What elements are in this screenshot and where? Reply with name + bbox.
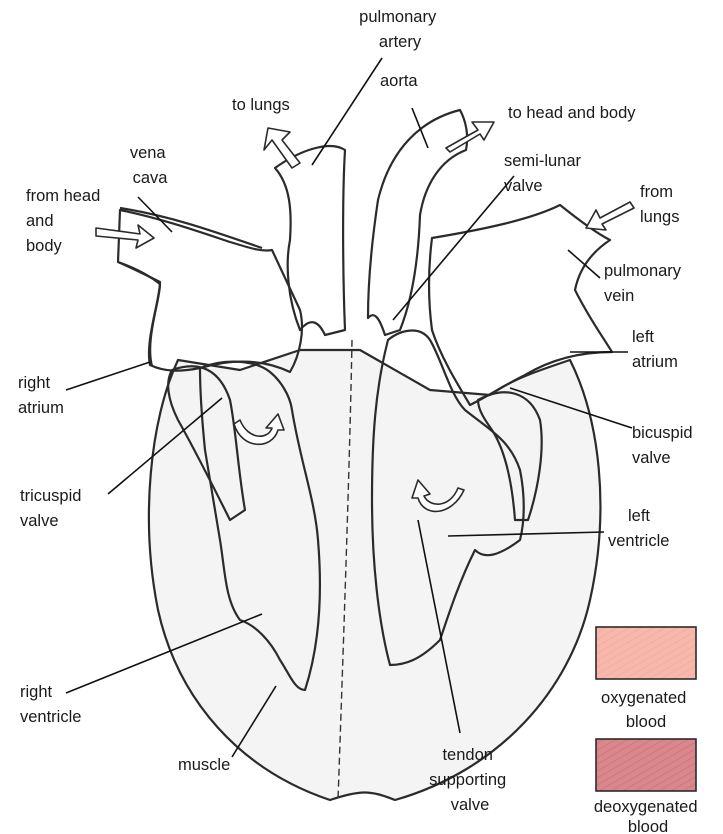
label-bicuspid-valve: bicuspid valve: [632, 424, 697, 467]
label-pulmonary-vein: pulmonary vein: [604, 262, 686, 305]
label-right-ventricle: right ventricle: [20, 683, 81, 726]
label-vena-cava: vena cava: [130, 144, 170, 187]
label-semi-lunar-valve: semi-lunar valve: [504, 152, 586, 195]
label-left-atrium: left atrium: [632, 328, 678, 371]
label-muscle: muscle: [178, 756, 230, 774]
legend: oxygenated blood deoxygenated blood: [594, 627, 702, 834]
pulmonary-artery-trunk: [275, 146, 345, 335]
label-from-head-and-body: from head and body: [26, 187, 105, 255]
label-pulmonary-artery: pulmonary artery: [359, 8, 441, 51]
legend-swatch-oxygenated: [596, 627, 696, 679]
left-atrium-chamber: [429, 205, 612, 405]
label-right-atrium: right atrium: [18, 374, 64, 417]
label-from-lungs: from lungs: [640, 183, 679, 226]
arrow-from-head-and-body: [96, 225, 154, 248]
label-aorta: aorta: [380, 72, 418, 90]
arrow-from-lungs: [586, 202, 634, 230]
label-tricuspid-valve: tricuspid valve: [20, 487, 86, 530]
legend-label-deoxygenated: deoxygenated blood: [594, 798, 702, 834]
legend-label-oxygenated: oxygenated blood: [601, 689, 691, 731]
label-to-lungs: to lungs: [232, 96, 290, 114]
legend-swatch-deoxygenated: [596, 739, 696, 791]
arrow-to-head-and-body: [446, 122, 494, 152]
label-to-head-and-body: to head and body: [508, 104, 636, 122]
label-left-ventricle: left ventricle: [608, 507, 669, 550]
